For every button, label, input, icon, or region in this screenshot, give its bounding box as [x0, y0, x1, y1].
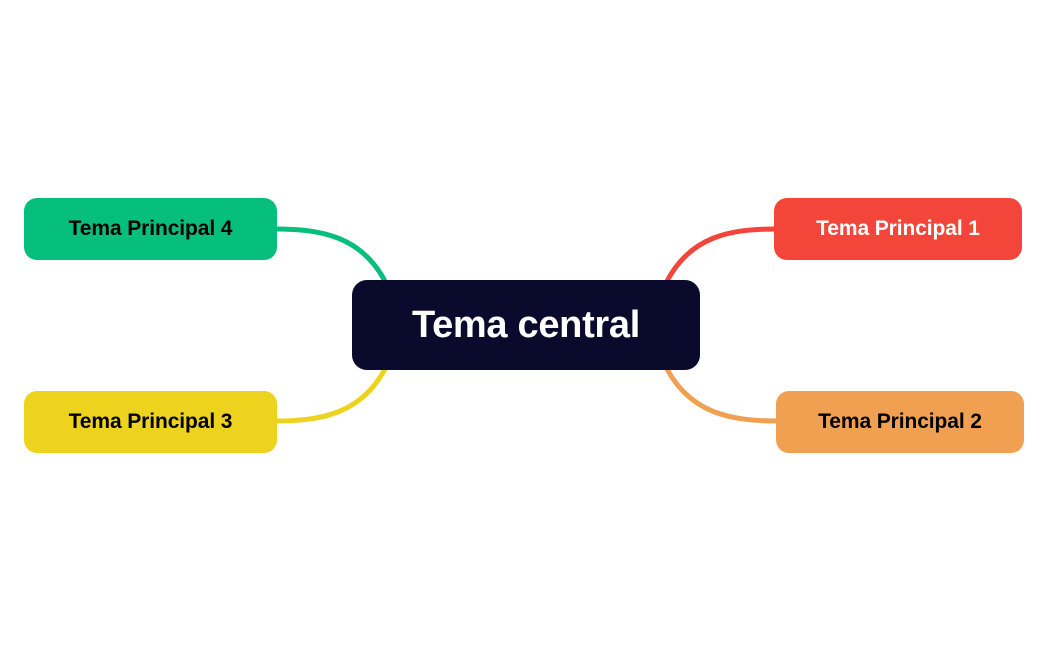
connector-central-to-topleft	[272, 226, 389, 286]
node-topright-label: Tema Principal 1	[816, 217, 980, 240]
connector-central-to-topright	[663, 226, 779, 286]
node-topleft-label: Tema Principal 4	[68, 217, 233, 240]
node-bottomleft[interactable]: Tema Principal 3	[24, 391, 277, 453]
node-central[interactable]: Tema central	[352, 280, 700, 370]
node-bottomleft-label: Tema Principal 3	[68, 410, 233, 433]
node-bottomright[interactable]: Tema Principal 2	[776, 391, 1024, 453]
node-topright[interactable]: Tema Principal 1	[774, 198, 1022, 260]
node-central-label: Tema central	[411, 303, 641, 346]
connector-central-to-bottomright	[663, 364, 781, 424]
connector-central-to-bottomleft	[272, 364, 389, 424]
node-topleft[interactable]: Tema Principal 4	[24, 198, 277, 260]
node-bottomright-label: Tema Principal 2	[818, 410, 982, 433]
